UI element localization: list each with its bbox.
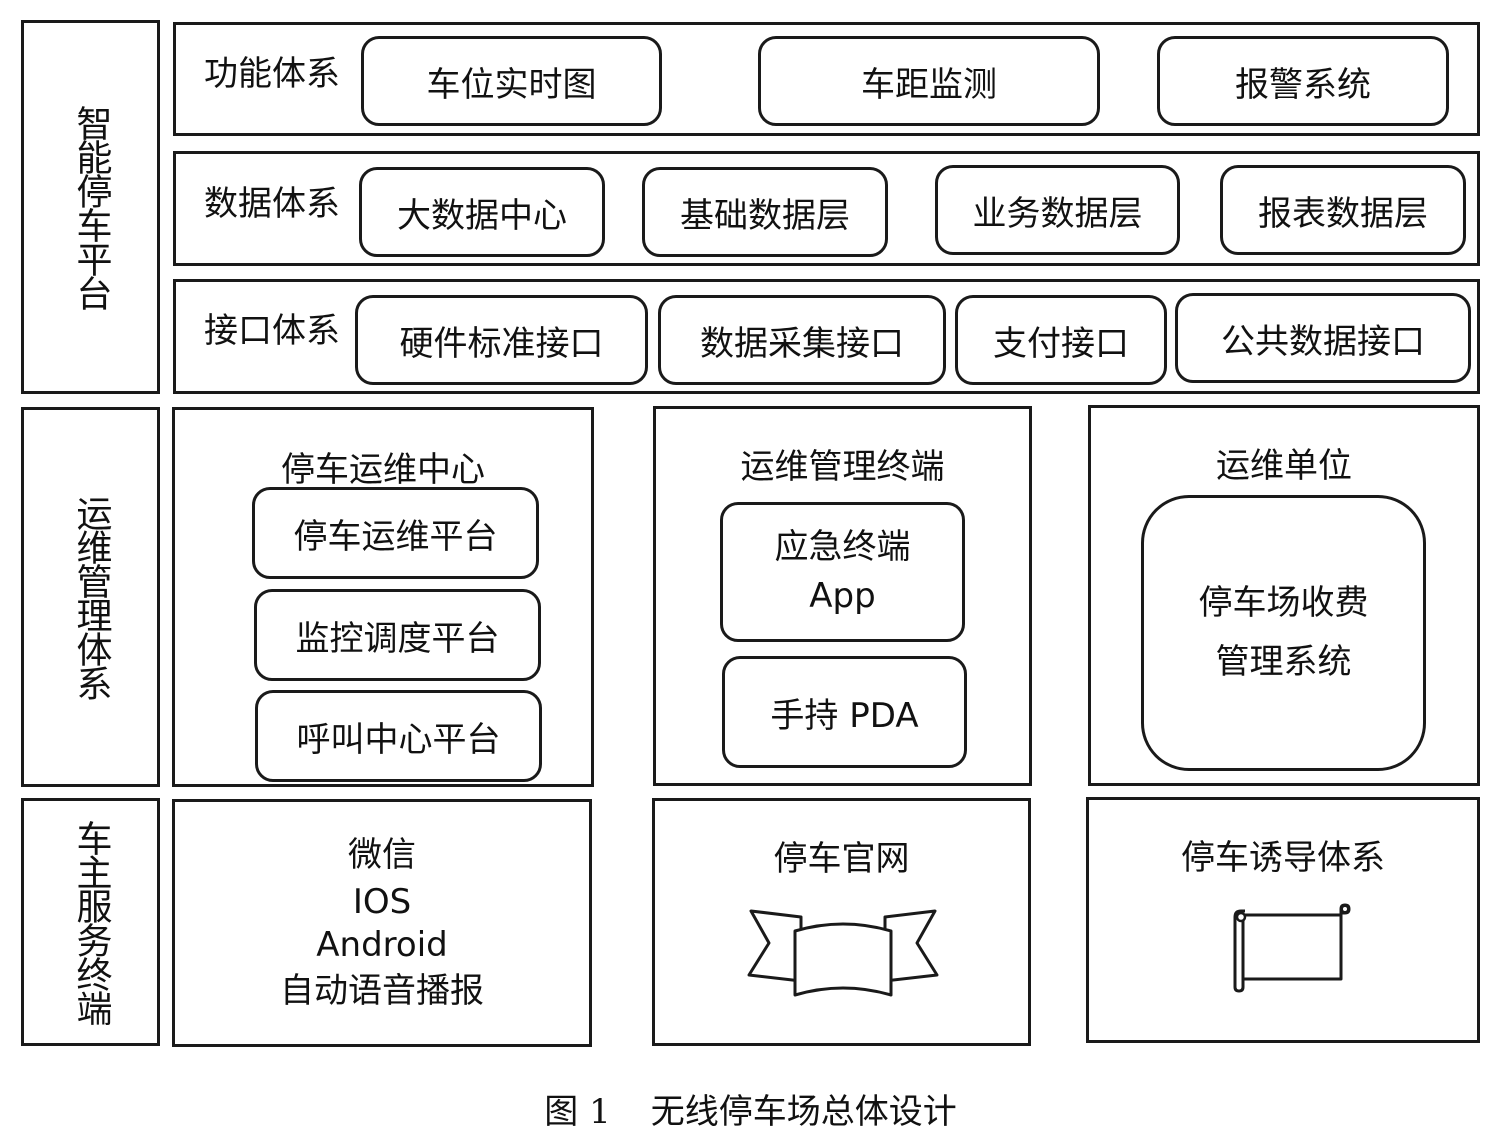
data-layer: 数据体系 大数据中心 基础数据层 业务数据层 报表数据层 (173, 151, 1480, 266)
platform-label-text: 智能停车平台 (70, 105, 112, 309)
owner-label-text: 车主服务终端 (70, 820, 112, 1024)
ops-center-item-1: 监控调度平台 (254, 589, 541, 681)
owner-guidance-panel: 停车诱导体系 (1086, 797, 1480, 1043)
scroll-icon (1233, 903, 1351, 993)
owner-channel-0: 微信 (348, 835, 416, 875)
ops-unit-item-line2: 管理系统 (1215, 642, 1352, 682)
interface-item-0-label: 硬件标准接口 (399, 323, 604, 364)
owner-website-panel: 停车官网 (652, 798, 1031, 1046)
interface-item-1: 数据采集接口 (658, 295, 946, 385)
owner-channel-3: 自动语音播报 (280, 971, 484, 1011)
ops-terminal-item-0-line2: App (809, 576, 876, 616)
ops-terminal-title: 运维管理终端 (740, 447, 945, 487)
function-layer-label: 功能体系 (204, 54, 340, 94)
owner-channel-1: IOS (352, 882, 412, 922)
data-item-2-label: 业务数据层 (972, 193, 1143, 234)
function-item-1: 车距监测 (758, 36, 1100, 126)
owner-website-title: 停车官网 (773, 839, 910, 879)
figure-number: 图 1 (544, 1092, 611, 1132)
ops-unit-title: 运维单位 (1216, 446, 1352, 486)
owner-section-label: 车主服务终端 (21, 798, 160, 1046)
interface-item-1-label: 数据采集接口 (700, 323, 904, 364)
function-item-1-label: 车距监测 (861, 64, 997, 105)
interface-layer: 接口体系 硬件标准接口 数据采集接口 支付接口 公共数据接口 (173, 279, 1480, 394)
interface-item-2: 支付接口 (955, 295, 1167, 385)
ops-terminal-item-1: 手持 PDA (722, 656, 967, 768)
function-layer: 功能体系 车位实时图 车距监测 报警系统 (173, 22, 1480, 136)
ops-unit-panel: 运维单位 停车场收费 管理系统 (1088, 405, 1480, 786)
platform-section-label: 智能停车平台 (21, 20, 160, 394)
data-item-3-label: 报表数据层 (1258, 193, 1428, 234)
interface-item-3-label: 公共数据接口 (1221, 321, 1425, 362)
function-item-0: 车位实时图 (361, 36, 662, 126)
ops-center-title: 停车运维中心 (281, 450, 485, 490)
ops-center-item-1-label: 监控调度平台 (295, 618, 500, 659)
interface-item-2-label: 支付接口 (993, 323, 1129, 364)
function-item-2-label: 报警系统 (1235, 64, 1371, 105)
ops-center-item-2-label: 呼叫中心平台 (296, 719, 501, 760)
figure-caption: 图 1 无线停车场总体设计 (0, 1084, 1501, 1133)
data-item-1-label: 基础数据层 (680, 195, 850, 236)
data-item-1: 基础数据层 (642, 167, 888, 257)
ops-label-text: 运维管理体系 (70, 495, 112, 699)
data-item-3: 报表数据层 (1220, 165, 1466, 255)
function-item-2: 报警系统 (1157, 36, 1449, 126)
function-item-0-label: 车位实时图 (426, 64, 597, 105)
ops-center-panel: 停车运维中心 停车运维平台 监控调度平台 呼叫中心平台 (172, 407, 594, 787)
ops-terminal-panel: 运维管理终端 应急终端 App 手持 PDA (653, 406, 1032, 786)
ops-section-label: 运维管理体系 (21, 407, 160, 787)
data-item-0: 大数据中心 (359, 167, 605, 257)
ops-terminal-item-1-label: 手持 PDA (770, 695, 919, 736)
data-item-2: 业务数据层 (935, 165, 1180, 255)
interface-layer-label: 接口体系 (204, 311, 340, 351)
ops-unit-item-line1: 停车场收费 (1198, 582, 1369, 623)
owner-channel-2: Android (316, 924, 448, 965)
ops-terminal-item-0-line1: 应急终端 (774, 526, 911, 567)
banner-icon (747, 909, 939, 997)
data-layer-label: 数据体系 (204, 184, 340, 224)
ops-unit-item: 停车场收费 管理系统 (1141, 495, 1426, 771)
owner-guidance-title: 停车诱导体系 (1181, 838, 1385, 878)
owner-channels-panel: 微信 IOS Android 自动语音播报 (172, 799, 592, 1047)
ops-terminal-item-0: 应急终端 App (720, 502, 965, 642)
ops-center-item-2: 呼叫中心平台 (255, 690, 542, 782)
figure-title: 无线停车场总体设计 (650, 1092, 957, 1132)
ops-center-item-0: 停车运维平台 (252, 487, 539, 579)
ops-center-item-0-label: 停车运维平台 (293, 516, 498, 557)
data-item-0-label: 大数据中心 (397, 195, 567, 236)
interface-item-3: 公共数据接口 (1175, 293, 1471, 383)
interface-item-0: 硬件标准接口 (355, 295, 648, 385)
